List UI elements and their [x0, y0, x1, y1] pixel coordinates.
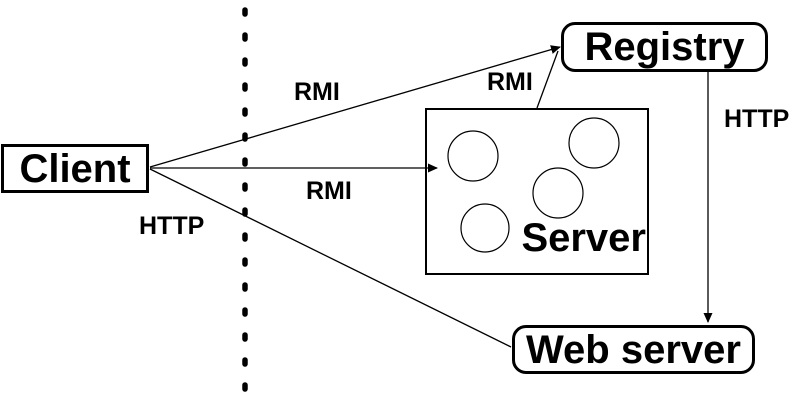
edge-label-http-client-webserver: HTTP — [139, 212, 205, 240]
remote-object-circle — [447, 130, 499, 182]
node-registry: Registry — [561, 22, 768, 72]
edge-label-http-registry-webserver: HTTP — [724, 105, 790, 133]
node-server: Server — [425, 108, 649, 275]
remote-object-circle — [460, 203, 510, 253]
node-server-label: Server — [521, 216, 646, 260]
node-web-server: Web server — [512, 325, 755, 374]
edge-label-rmi-client-server: RMI — [306, 177, 352, 205]
remote-object-circle — [532, 167, 584, 219]
node-registry-label: Registry — [584, 25, 745, 69]
node-web-server-label: Web server — [526, 327, 741, 372]
remote-object-circle — [568, 117, 620, 169]
edge-client-webserver — [149, 168, 512, 348]
edge-label-rmi-client-registry: RMI — [294, 78, 340, 106]
node-client-label: Client — [19, 146, 131, 191]
node-client: Client — [1, 144, 149, 193]
edge-server-registry — [536, 50, 559, 109]
edge-label-rmi-server-registry: RMI — [487, 68, 533, 96]
edge-client-registry — [149, 45, 561, 168]
